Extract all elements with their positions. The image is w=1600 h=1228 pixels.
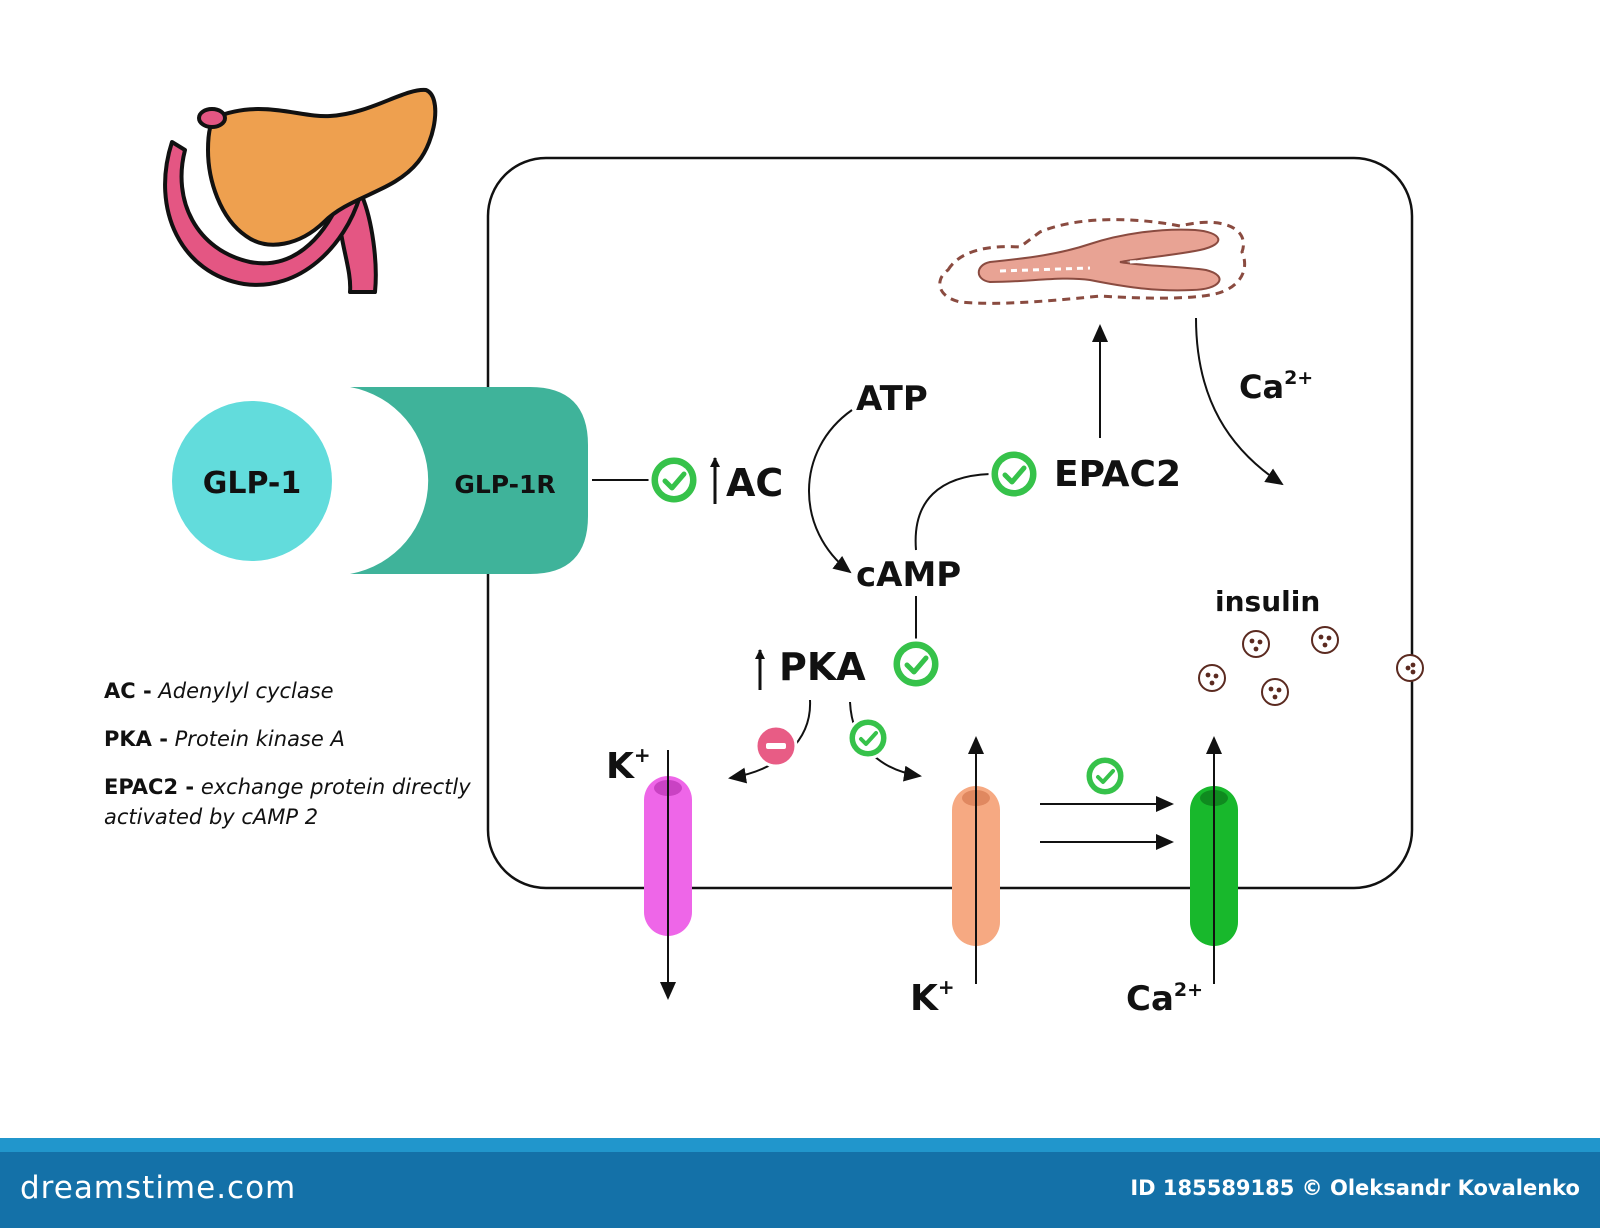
footer-stripe [0,1138,1600,1152]
legend-abbr: EPAC2 - [104,775,195,799]
legend-item: AC - Adenylyl cyclase [104,676,484,706]
glp1r-label: GLP-1R [454,470,555,499]
legend-abbr: AC - [104,679,152,703]
insulin-vesicle [1242,630,1270,658]
glp1-ligand: GLP-1 [172,401,332,561]
check-icon [892,640,940,688]
legend-definition: Protein kinase A [174,727,345,751]
legend-definition: exchange protein directly activated by c… [104,775,471,829]
ca-label-top: Ca2+ [1239,367,1313,406]
check-icon [846,716,890,760]
ca-label-bottom: Ca2+ [1126,979,1203,1019]
glp1r-receptor: GLP-1R [350,387,588,574]
insulin-vesicle [1198,664,1226,692]
k-label-right: K+ [910,975,955,1019]
dreamstime-logo[interactable]: dreamstime.com [20,1170,297,1206]
legend-item: PKA - Protein kinase A [104,724,484,754]
insulin-vesicle [1261,678,1289,706]
abbreviation-legend: AC - Adenylyl cyclase PKA - Protein kina… [104,676,484,850]
check-icon [990,450,1038,498]
inhibit-icon [754,724,798,768]
legend-abbr: PKA - [104,727,168,751]
check-icon [650,456,698,504]
exocytosis-vesicle [1396,654,1424,682]
camp-label: cAMP [856,555,961,595]
glp1-label: GLP-1 [203,466,302,501]
footer-bar [0,1152,1600,1228]
k-label-left: K+ [606,743,651,787]
stock-footer: dreamstime.com ID 185589185 © Oleksandr … [0,1138,1600,1228]
pka-label: PKA [779,645,866,689]
image-credit: ID 185589185 © Oleksandr Kovalenko [1130,1176,1580,1200]
insulin-vesicle [1311,626,1339,654]
atp-to-camp-arrow [808,409,853,574]
insulin-label: insulin [1215,585,1320,618]
camp-to-epac2-line [914,473,991,551]
legend-definition: Adenylyl cyclase [158,679,334,703]
atp-label: ATP [856,379,928,419]
endoplasmic-reticulum-illustration [938,218,1247,305]
check-icon [1083,754,1127,798]
legend-item: EPAC2 - exchange protein directly activa… [104,772,484,832]
ca-release-arrow [1195,317,1284,486]
glp1-signaling-diagram: GLP-1R GLP-1 AC ATP cAMP EPAC2 Ca2+ PKA [163,87,1424,1019]
pancreas-illustration [163,87,438,294]
epac2-label: EPAC2 [1054,454,1181,495]
ac-label: AC [726,461,783,505]
